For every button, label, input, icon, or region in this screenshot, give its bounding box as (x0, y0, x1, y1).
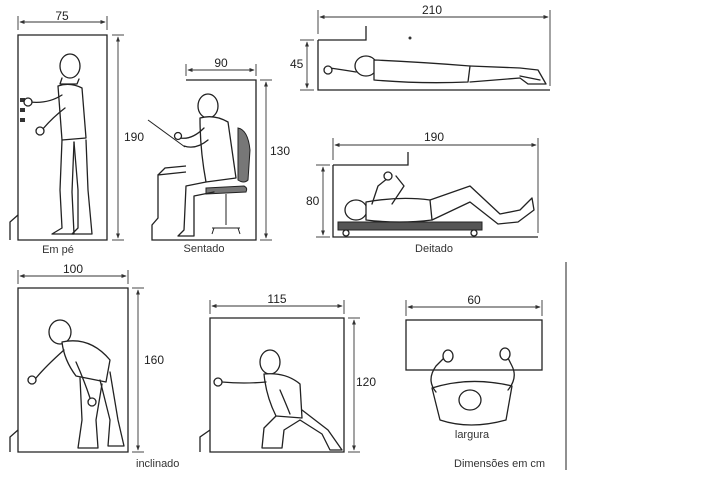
bending-figure (27, 319, 125, 449)
ventral-enclosure (317, 26, 550, 91)
deitado-height-dimension (316, 164, 330, 238)
ventral-height-dimension (300, 39, 314, 91)
deitado-enclosure (332, 152, 538, 238)
inclinado-height-label: 160 (144, 353, 164, 367)
sentado-height-dimension (260, 79, 272, 241)
sentado-width-dimension (185, 64, 257, 76)
panel-inclinado: 100 160 inclinado (9, 262, 179, 470)
sentado-caption: Sentado (184, 243, 225, 255)
largura-width-label: 60 (467, 293, 481, 307)
top-view-figure (430, 347, 515, 426)
kneeling-figure (213, 349, 343, 451)
inclinado-height-dimension (132, 287, 144, 453)
largura-width-dimension (405, 300, 543, 316)
sentado-width-label: 90 (214, 56, 228, 70)
em-pe-height-label: 190 (124, 130, 144, 144)
standing-figure (23, 53, 93, 235)
seated-figure (173, 93, 237, 237)
ajoelhado-enclosure (199, 317, 345, 453)
deitado-caption: Deitado (415, 243, 453, 255)
ajoelhado-width-dimension (209, 300, 345, 314)
panel-deitado: 190 80 Deitado (306, 130, 539, 255)
inclinado-enclosure (9, 287, 129, 453)
ajoelhado-height-dimension (348, 317, 360, 453)
em-pe-width-dimension (17, 16, 108, 30)
ajoelhado-width-label: 115 (267, 292, 286, 306)
units-note: Dimensões em cm (454, 458, 545, 470)
panel-em-pe: 75 190 Em pé (9, 9, 144, 256)
em-pe-caption: Em pé (42, 244, 74, 256)
panel-deitado-ventral: 210 45 (290, 3, 551, 91)
ventral-width-label: 210 (422, 3, 442, 17)
inclinado-width-dimension (17, 270, 129, 284)
ajoelhado-height-label: 120 (356, 375, 376, 389)
sentado-height-label: 130 (270, 144, 290, 158)
largura-enclosure (405, 319, 543, 371)
prone-figure (323, 36, 547, 85)
deitado-width-dimension (332, 138, 539, 233)
em-pe-width-label: 75 (55, 9, 69, 23)
supine-figure (344, 171, 535, 225)
largura-caption: largura (455, 429, 490, 441)
inclinado-width-label: 100 (63, 262, 83, 276)
panel-sentado: 90 130 Sentado (147, 56, 290, 255)
inclinado-caption: inclinado (136, 458, 179, 470)
ventral-height-label: 45 (290, 57, 304, 71)
deitado-width-label: 190 (424, 130, 444, 144)
em-pe-height-dimension (112, 34, 124, 241)
panel-largura: 60 largura (405, 293, 543, 441)
ventral-width-dimension (317, 10, 551, 86)
deitado-height-label: 80 (306, 194, 320, 208)
sentado-enclosure (147, 79, 257, 241)
panel-ajoelhado: 115 120 (199, 292, 376, 453)
em-pe-enclosure (9, 34, 108, 241)
